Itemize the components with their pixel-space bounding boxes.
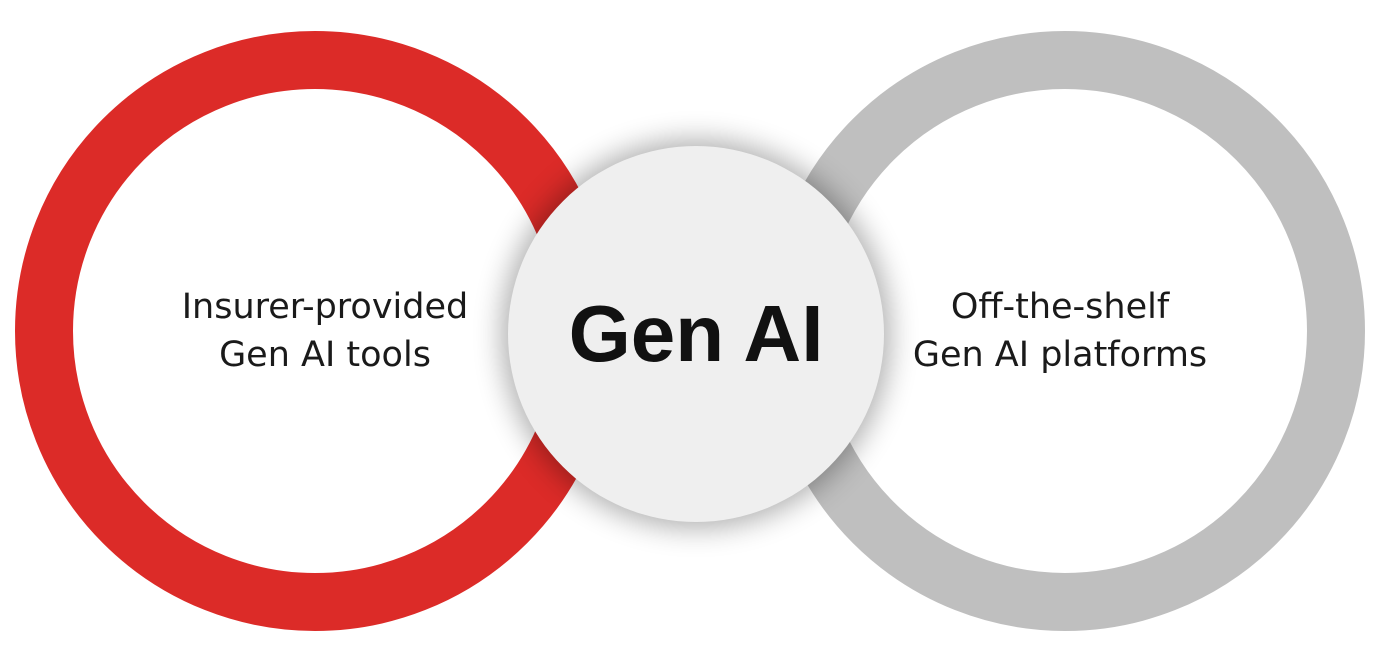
right-label-line-2: Gen AI platforms (912, 335, 1208, 375)
right-ring-label: Off-the-shelf Gen AI platforms (880, 283, 1240, 379)
left-label-line-2: Gen AI tools (219, 335, 431, 375)
left-label-line-1: Insurer-provided (181, 287, 469, 327)
right-label-line-1: Off-the-shelf (950, 287, 1170, 327)
center-label: Gen AI (568, 289, 824, 378)
center-circle: Gen AI (508, 146, 884, 522)
left-ring-label: Insurer-provided Gen AI tools (150, 283, 500, 379)
